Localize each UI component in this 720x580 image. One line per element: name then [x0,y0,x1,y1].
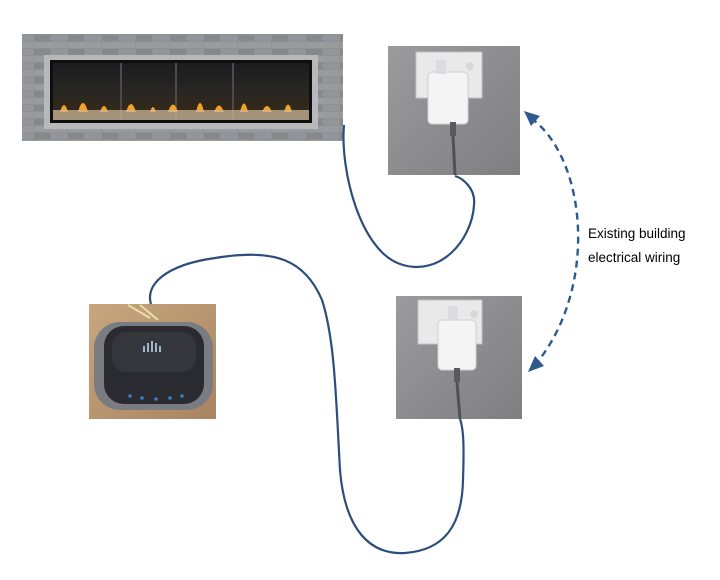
cisco-logo [143,341,161,352]
electrical-wiring-arrow [524,111,580,372]
arrowhead-top [524,111,540,126]
electrical-wiring-label: Existing building electrical wiring [588,222,716,270]
cable-fireplace-to-adapter [342,124,476,269]
powerline-adapter-bottom-photo [396,296,522,420]
powerline-adapter-top-photo [388,46,520,176]
fireplace-photo [22,34,343,141]
electrical-wiring-label-line1: Existing building [588,226,686,241]
cable-router-to-adapter [148,253,465,555]
wireless-router-photo [89,304,216,419]
arrowhead-bottom [528,356,544,372]
electrical-wiring-label-line2: electrical wiring [588,250,681,265]
